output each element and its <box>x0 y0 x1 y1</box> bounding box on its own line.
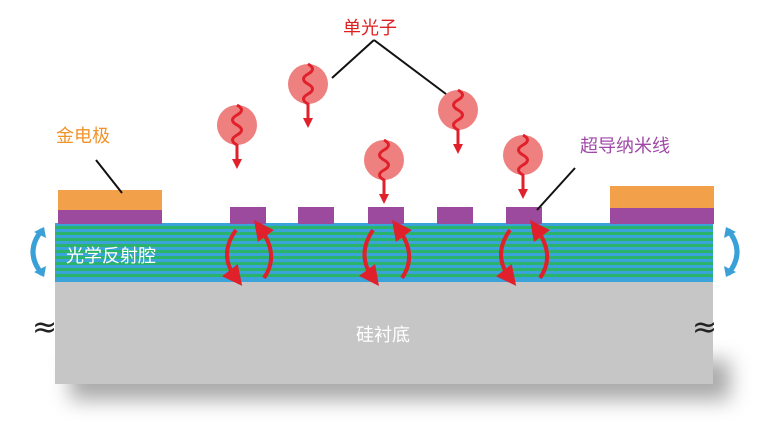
cavity-cycle-arrows <box>30 227 740 277</box>
cavity-stripe <box>55 274 713 277</box>
photon-arrowhead <box>303 118 313 128</box>
reflection-arrow <box>254 219 274 280</box>
photon-arrowhead <box>453 144 463 154</box>
nanowire <box>298 207 334 224</box>
nanowire <box>230 207 266 224</box>
single-photons <box>217 62 543 204</box>
optical-cavity-stack <box>55 223 713 282</box>
photon-arrowhead <box>518 189 528 199</box>
optical-cavity-label: 光学反射腔 <box>66 246 156 267</box>
photon-arrowhead <box>379 194 389 204</box>
cycle-arrow-right <box>726 228 740 276</box>
photon <box>217 103 257 169</box>
break-symbol-left: ≈ <box>32 310 58 345</box>
photon <box>503 133 543 199</box>
nanowire <box>437 207 473 224</box>
reflection-arrow <box>495 228 517 286</box>
reflection-arrow <box>530 219 550 280</box>
gold-electrode-label: 金电极 <box>56 126 110 147</box>
nanowire <box>506 207 542 224</box>
reflection-arrow <box>392 219 412 280</box>
gold-electrode-right <box>610 186 714 224</box>
photon-wave <box>302 62 314 122</box>
cavity-stripe <box>55 226 713 229</box>
reflection-arrow <box>221 228 243 286</box>
cavity-stripe <box>55 232 713 235</box>
nanowire-segments <box>230 207 542 224</box>
leader-line-electrode <box>95 159 123 194</box>
leader-line-photon-left <box>331 39 375 79</box>
photon <box>364 138 404 204</box>
cavity-stripe <box>55 256 713 259</box>
cavity-stripe <box>55 244 713 247</box>
leader-lines <box>95 39 576 211</box>
cavity-stripe <box>55 238 713 241</box>
reflection-arrow <box>359 228 379 287</box>
photon-wave <box>452 88 464 148</box>
photon <box>438 88 478 154</box>
cycle-arrow-left <box>30 228 44 276</box>
leader-line-nanowire <box>536 167 576 211</box>
photon-wave <box>231 103 243 163</box>
leader-line-photon-right <box>373 39 447 95</box>
reflection-arrows <box>221 219 550 287</box>
gold-electrode-left <box>58 190 162 224</box>
photon-wave <box>517 133 529 193</box>
silicon-substrate <box>55 280 713 384</box>
substrate-label: 硅衬底 <box>356 325 410 346</box>
cavity-stripe <box>55 250 713 253</box>
single-photon-label: 单光子 <box>343 18 397 39</box>
cavity-stripe <box>55 268 713 271</box>
photon-wave <box>378 138 390 198</box>
break-symbol-right: ≈ <box>692 310 718 345</box>
photon <box>288 62 328 128</box>
nanowire-label: 超导纳米线 <box>580 136 670 157</box>
nanowire <box>368 207 404 224</box>
cavity-stripe <box>55 262 713 265</box>
photon-arrowhead <box>232 159 242 169</box>
